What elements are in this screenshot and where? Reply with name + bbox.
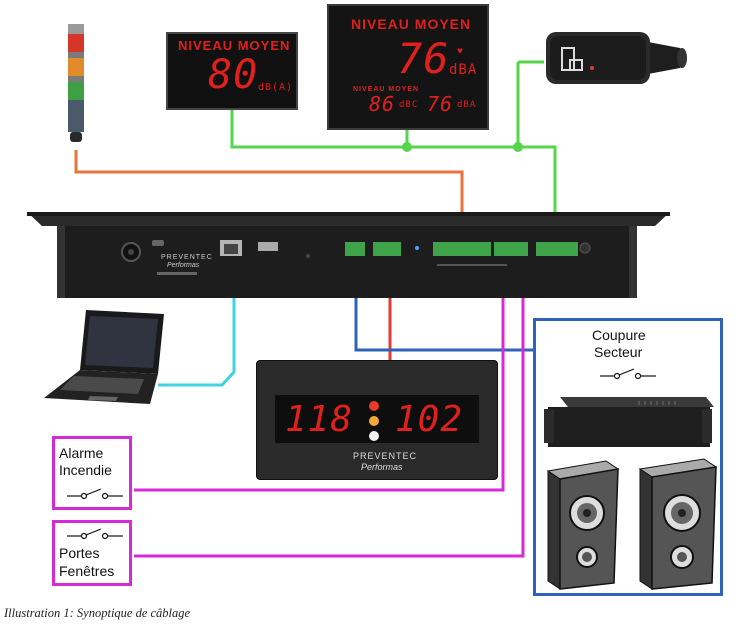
- wire-orange: [74, 150, 464, 242]
- switch-symbol-icon: [67, 488, 123, 500]
- wire-cyan: [158, 262, 236, 387]
- doors-line1: Portes: [59, 545, 100, 561]
- wire-magenta-b: [134, 252, 525, 558]
- small-display-unit: dB(A): [258, 82, 294, 93]
- large-display-title: NIVEAU MOYEN: [351, 16, 472, 32]
- rack-unit: PREVENTEC Performas: [27, 212, 670, 300]
- red-indicator: [369, 401, 379, 411]
- remote-brand: PREVENTEC: [353, 451, 418, 461]
- large-display-sub-title: NIVEAU MOYEN: [353, 86, 420, 93]
- remote-brand-sub: Performas: [361, 462, 403, 472]
- figure-caption: Illustration 1: Synoptique de câblage: [4, 606, 191, 620]
- switch-symbol-icon: [600, 368, 656, 380]
- wire-magenta-a: [134, 252, 505, 492]
- remote-left-value: 118: [285, 399, 354, 440]
- wire-green-a: [230, 110, 557, 242]
- white-indicator: [369, 431, 379, 441]
- amplifier-icon: [544, 397, 714, 447]
- rack-brand: PREVENTEC: [161, 254, 213, 261]
- power-cut-line2: Secteur: [594, 344, 643, 360]
- power-cut-box: Coupure Secteur: [533, 318, 723, 596]
- power-cut-line1: Coupure: [592, 327, 646, 343]
- remote-display: 118 102 PREVENTEC Performas: [256, 360, 498, 480]
- sound-sensor-icon: [546, 32, 687, 84]
- small-display-title: NIVEAU MOYEN: [178, 38, 291, 53]
- fire-alarm-line1: Alarme: [59, 445, 104, 461]
- small-display-value: 80: [208, 52, 259, 98]
- speaker-right-icon: [638, 458, 718, 590]
- doors-line2: Fenêtres: [59, 563, 115, 579]
- large-display: NIVEAU MOYEN ♥ 76 dBA NIVEAU MOYEN 86 dB…: [327, 4, 489, 130]
- rack-brand-sub: Performas: [167, 262, 200, 269]
- remote-right-value: 102: [395, 399, 464, 440]
- junction-dot: [402, 142, 412, 152]
- large-display-sub-value-c: 86: [369, 92, 396, 116]
- amber-indicator: [369, 416, 379, 426]
- laptop-icon: [44, 310, 164, 404]
- fire-alarm-box: Alarme Incendie: [52, 436, 132, 510]
- junction-dot: [513, 142, 523, 152]
- large-display-sub-unit-c: dBC: [399, 100, 419, 110]
- doors-box: Portes Fenêtres: [52, 520, 132, 586]
- large-display-sub-unit-a: dBA: [457, 100, 477, 110]
- large-display-value: 76: [397, 34, 450, 83]
- large-display-unit: dBA: [449, 62, 478, 78]
- heart-icon: ♥: [457, 46, 463, 57]
- signal-tower-icon: [68, 24, 84, 142]
- switch-symbol-icon: [67, 528, 123, 540]
- small-display: NIVEAU MOYEN 80 dB(A): [166, 32, 298, 110]
- fire-alarm-line2: Incendie: [59, 462, 112, 478]
- speaker-left-icon: [546, 460, 620, 590]
- large-display-sub-value-a: 76: [427, 92, 454, 116]
